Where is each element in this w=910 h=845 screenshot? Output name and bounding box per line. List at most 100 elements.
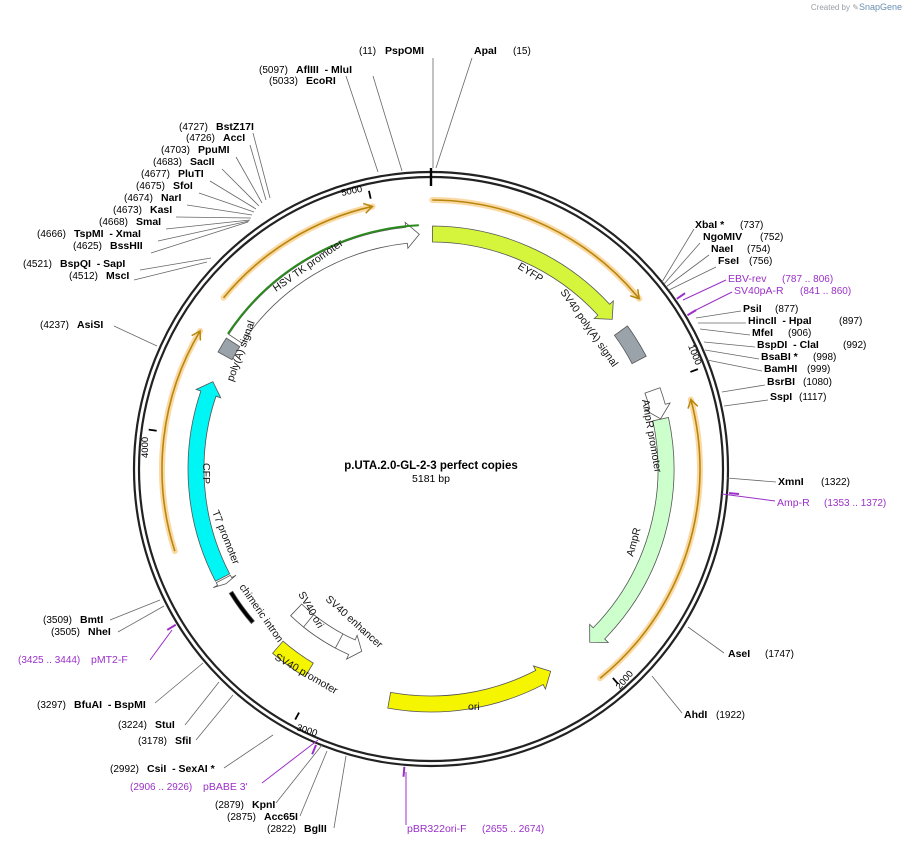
connector-line-35 (154, 662, 204, 704)
connector-line-29 (723, 399, 769, 407)
connector-line-36 (184, 681, 220, 726)
connector-line-17 (113, 325, 158, 347)
enzyme-pos-asei: (1747) (765, 649, 794, 660)
connector-line-7 (221, 168, 260, 207)
enzyme-pos-sfoi: (4675) (136, 181, 165, 192)
feature-poly-a-signal (217, 337, 241, 361)
enzyme-xbai: XbaI * (695, 219, 725, 231)
enzyme-sacii: SacII (190, 156, 215, 168)
tick-label-5000: 5000 (340, 184, 363, 199)
feature-hsv-tk-promoter (228, 221, 420, 344)
connector-line-11 (175, 216, 252, 219)
orf-0 (432, 199, 640, 300)
enzyme-pos-nhei: (3505) (51, 627, 80, 638)
enzyme-pos-sacii: (4683) (153, 157, 182, 168)
enzyme-csii-sexai: CsiI - SexAI * (147, 763, 216, 775)
enzyme-pos-kasi: (4673) (113, 205, 142, 216)
primer-pbabe-3: pBABE 3' (203, 781, 248, 793)
primer-range-pbr322ori-f: (2655 .. 2674) (482, 824, 544, 835)
feature-sv40-ori (272, 640, 314, 678)
enzyme-ppumi: PpuMI (198, 144, 230, 156)
enzyme-pos-nari: (4674) (124, 193, 153, 204)
primer-mark-2 (728, 492, 740, 495)
feature-sv40-enhancer (303, 614, 344, 649)
enzyme-pos-acci: (4726) (186, 133, 215, 144)
feature-sv40-poly-a-signal (613, 325, 647, 365)
connector-line-25 (703, 341, 756, 348)
feature-chimeric-intron (228, 590, 255, 625)
tick-2000 (612, 677, 619, 685)
enzyme-apai: ApaI (474, 45, 497, 57)
enzyme-msci: MscI (106, 270, 129, 282)
credit-prefix: Created by (810, 3, 851, 12)
primer-range-pmt2-f: (3425 .. 3444) (18, 655, 80, 666)
primer-mark-3 (166, 623, 177, 631)
enzyme-pos-tspmi: (4666) (37, 229, 66, 240)
snapgene-credit: Created by ✎SnapGene (811, 2, 902, 12)
enzyme-pos-mfei: (906) (788, 328, 811, 339)
enzyme-pos-xbai: (737) (740, 220, 763, 231)
primer-connector-3 (149, 629, 173, 661)
tick-label-4000: 4000 (140, 437, 151, 458)
feature-eyfp (431, 225, 614, 320)
connector-line-5 (249, 144, 267, 201)
enzyme-pos-bsabi: (998) (813, 352, 836, 363)
connector-line-28 (721, 384, 766, 393)
feature-label-ori: ori (468, 701, 480, 713)
connector-line-34 (117, 605, 165, 633)
tick-3000 (294, 712, 300, 721)
enzyme-pos-kpni: (2879) (215, 800, 244, 811)
connector-line-37 (195, 694, 234, 741)
enzyme-ngomiv: NgoMIV (703, 231, 742, 243)
connector-line-12 (165, 219, 251, 230)
enzyme-sspi: SspI (770, 391, 792, 403)
enzyme-sfii: SfiI (175, 735, 191, 747)
enzyme-hincii-hpai: HincII - HpaI (748, 315, 812, 327)
enzyme-pos-ngomiv: (752) (760, 232, 783, 243)
enzyme-nhei: NheI (88, 626, 111, 638)
enzyme-pos-bspqi: (4521) (23, 259, 52, 270)
connector-line-31 (687, 626, 725, 654)
enzyme-pos-naei: (754) (747, 244, 770, 255)
enzyme-naei: NaeI (711, 243, 733, 255)
enzyme-asei: AseI (728, 648, 750, 660)
feature-ori (387, 665, 552, 713)
enzyme-pos-sspi: (1117) (799, 392, 826, 403)
enzyme-stui: StuI (155, 719, 175, 731)
feature-label-sv40-promoter: SV40 promoter (273, 651, 341, 697)
connector-line-3 (372, 75, 403, 172)
primer-connector-0 (682, 279, 727, 301)
enzyme-pos-xmni: (1322) (821, 477, 850, 488)
connector-line-10 (186, 204, 253, 216)
primer-ebv-rev: EBV-rev (728, 273, 767, 285)
snapgene-logo-icon: ✎ (852, 3, 859, 12)
enzyme-pos-bsrbi: (1080) (803, 377, 832, 388)
enzyme-smai: SmaI (136, 216, 161, 228)
label-connector-lines (109, 57, 777, 829)
tick-label-3000: 3000 (295, 722, 319, 739)
feature-t7-promoter (213, 574, 237, 589)
connector-line-32 (651, 675, 683, 714)
feature-arcs (187, 221, 675, 713)
enzyme-bspdi-clai: BspDI - ClaI (757, 339, 819, 351)
enzyme-bamhi: BamHI (764, 363, 797, 375)
connector-line-30 (726, 477, 777, 483)
tick-marks (148, 168, 699, 721)
primer-sv40pa-r: SV40pA-R (734, 285, 784, 297)
enzyme-pos-psii: (877) (775, 304, 798, 315)
orf-arrowhead-2 (191, 329, 202, 341)
connector-line-20 (665, 254, 710, 288)
connector-line-38 (223, 734, 274, 769)
orf-2 (161, 330, 201, 552)
primer-connector-4 (261, 739, 319, 784)
plasmid-name: p.UTA.2.0-GL-2-3 perfect copies (344, 460, 518, 472)
connector-line-21 (668, 266, 717, 291)
connector-line-6 (235, 156, 263, 204)
connector-line-14 (150, 221, 249, 254)
enzyme-pos-sfii: (3178) (138, 736, 167, 747)
enzyme-pos-ecori: (5033) (269, 76, 298, 87)
connector-line-19 (663, 242, 701, 285)
credit-brand: SnapGene (858, 2, 902, 12)
enzyme-pos-bsshii: (4625) (73, 241, 102, 252)
